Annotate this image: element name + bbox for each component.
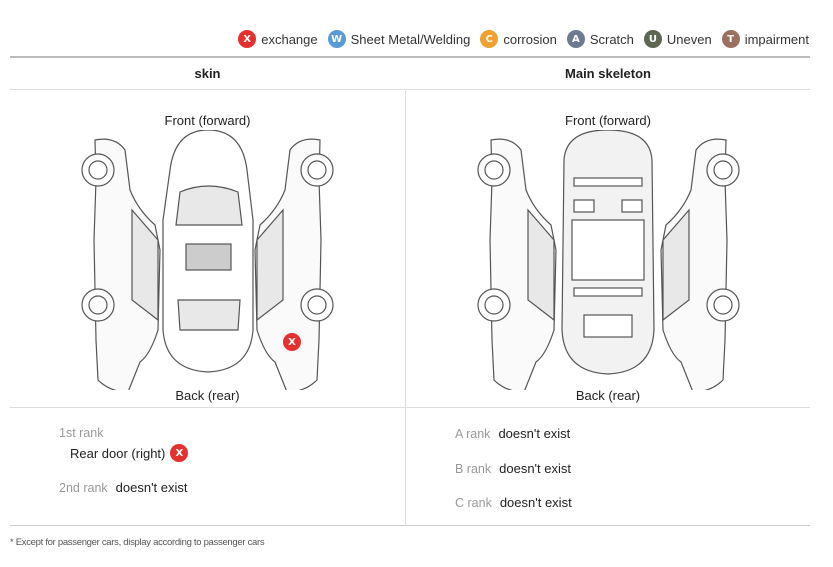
- c-rank-value: doesn't exist: [499, 495, 572, 510]
- skeleton-b-rank-row: B rank doesn't exist: [455, 461, 571, 476]
- exchange-badge-icon: X: [238, 30, 257, 48]
- rank2-name: 2nd rank: [59, 480, 108, 495]
- skeleton-header: Main skeleton: [406, 58, 810, 90]
- a-rank-name: A rank: [455, 426, 491, 441]
- scratch-badge-icon: A: [566, 30, 585, 48]
- inspection-table: skin Main skeleton Front (forward): [10, 56, 810, 526]
- skeleton-c-rank-row: C rank doesn't exist: [455, 495, 572, 510]
- legend-label: impairment: [744, 31, 809, 47]
- c-rank-name: C rank: [455, 495, 492, 510]
- exchange-mark-icon: X: [283, 333, 301, 351]
- car-skeleton-diagram-icon: [477, 130, 740, 390]
- legend-uneven: U Uneven: [643, 30, 712, 48]
- rank1-name: 1st rank: [59, 426, 104, 440]
- column-divider: [405, 90, 406, 526]
- legend-label: Uneven: [666, 31, 712, 47]
- skin-diagram: Front (forward) X Back (rear): [10, 90, 405, 407]
- uneven-badge-icon: U: [643, 30, 662, 48]
- legend-label: exchange: [261, 31, 318, 47]
- exchange-badge-icon: X: [170, 444, 189, 462]
- rank1-value: Rear door (right): [70, 445, 166, 461]
- front-label: Front (forward): [164, 113, 251, 128]
- a-rank-value: doesn't exist: [498, 426, 571, 441]
- legend-corrosion: C corrosion: [480, 30, 557, 48]
- legend-label: corrosion: [503, 31, 557, 47]
- skin-header: skin: [10, 58, 405, 90]
- damage-legend: X exchange W Sheet Metal/Welding C corro…: [228, 29, 809, 49]
- front-label: Front (forward): [565, 113, 651, 128]
- impairment-badge-icon: T: [721, 30, 740, 48]
- b-rank-name: B rank: [455, 461, 492, 476]
- back-label: Back (rear): [175, 388, 240, 403]
- back-label: Back (rear): [575, 388, 641, 403]
- skin-rank2-row: 2nd rank doesn't exist: [59, 480, 188, 495]
- corrosion-badge-icon: C: [480, 30, 499, 48]
- footnote: * Except for passenger cars, display acc…: [10, 537, 265, 548]
- skeleton-a-rank-row: A rank doesn't exist: [455, 426, 570, 441]
- legend-exchange: X exchange: [238, 30, 318, 48]
- sheet-metal-badge-icon: W: [327, 30, 346, 48]
- rank2-value: doesn't exist: [115, 480, 188, 495]
- row-divider: [10, 407, 810, 408]
- b-rank-value: doesn't exist: [499, 461, 571, 476]
- skeleton-diagram: Front (forward) Back (rear): [406, 90, 810, 407]
- legend-sheet-metal: W Sheet Metal/Welding: [327, 30, 471, 48]
- car-skin-diagram-icon: [81, 130, 334, 390]
- legend-label: Scratch: [589, 31, 634, 47]
- skin-rank1-value-row: Rear door (right) X: [70, 444, 193, 462]
- legend-label: Sheet Metal/Welding: [350, 31, 471, 47]
- legend-impairment: T impairment: [721, 30, 809, 48]
- skin-rank1-row: 1st rank: [59, 426, 111, 440]
- legend-scratch: A Scratch: [566, 30, 634, 48]
